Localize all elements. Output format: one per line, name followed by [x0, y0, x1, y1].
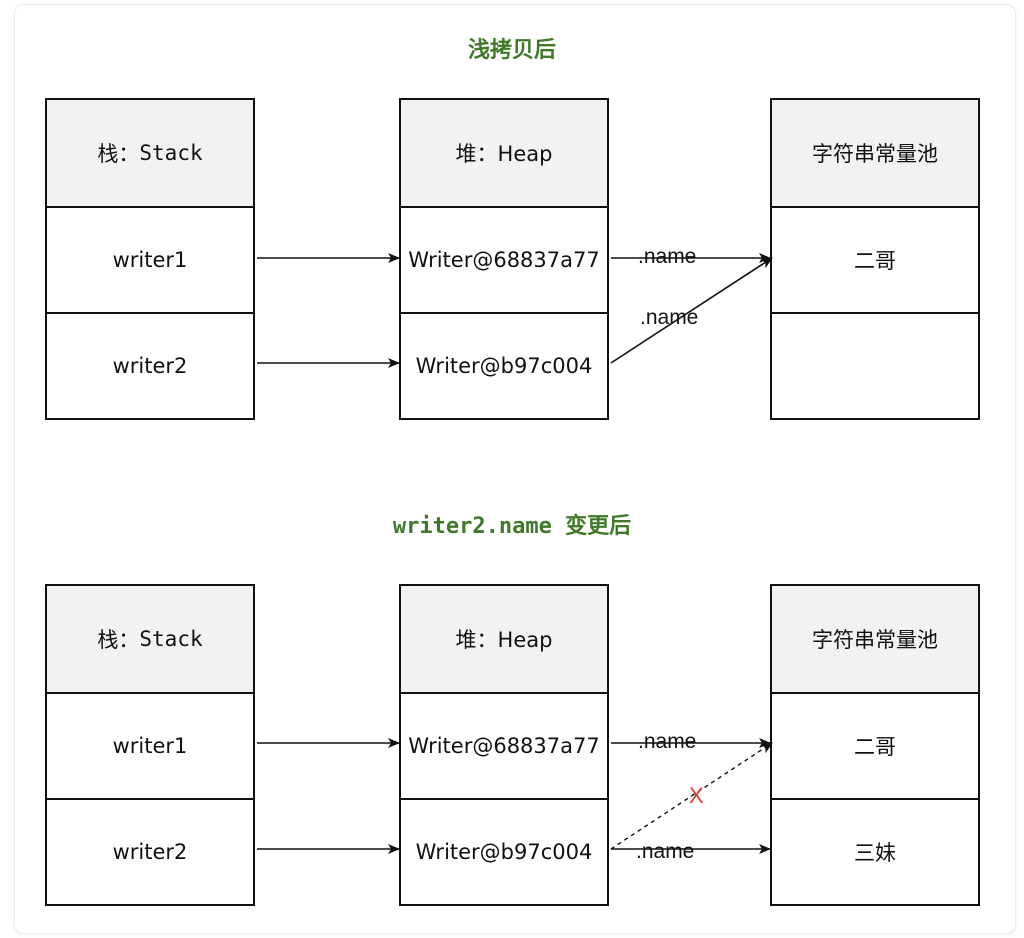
string-pool-header: 字符串常量池 [772, 100, 978, 206]
edge-label-name: .name [638, 730, 696, 753]
arrow-heap2-old-reference-dashed [610, 742, 773, 850]
string-pool-row-1: 二哥 [772, 206, 978, 312]
stack-row-writer1: writer1 [47, 692, 253, 798]
stack-header-mono: Stack [139, 141, 203, 165]
string-pool-row-2: 三妹 [772, 798, 978, 904]
section1-heap-table: 堆：Heap Writer@68837a77 Writer@b97c004 [399, 98, 609, 420]
heap-row-writer1-object: Writer@68837a77 [401, 206, 607, 312]
string-pool-header: 字符串常量池 [772, 586, 978, 692]
edge-label-name: .name [640, 306, 698, 329]
heap-row-writer2-object: Writer@b97c004 [401, 312, 607, 418]
section1-stack-table: 栈：Stack writer1 writer2 [45, 98, 255, 420]
stack-header: 栈：Stack [47, 586, 253, 692]
string-pool-row-1: 二哥 [772, 692, 978, 798]
string-pool-row-2 [772, 312, 978, 418]
stack-header: 栈：Stack [47, 100, 253, 206]
stack-header-mono: Stack [139, 627, 203, 651]
section1-title: 浅拷贝后 [467, 38, 556, 63]
section2-heap-table: 堆：Heap Writer@68837a77 Writer@b97c004 [399, 584, 609, 906]
stack-row-writer2: writer2 [47, 798, 253, 904]
section2-title: writer2.name 变更后 [0, 508, 1024, 540]
stack-header-cjk: 栈： [97, 628, 140, 652]
stack-row-writer1: writer1 [47, 206, 253, 312]
removed-reference-x-icon: X [689, 783, 704, 808]
edge-label-name: .name [636, 840, 694, 863]
section1-string-pool-table: 字符串常量池 二哥 [770, 98, 980, 420]
stack-header-cjk: 栈： [97, 142, 140, 166]
section2-title-mono: writer2.name [392, 514, 552, 539]
heap-row-writer1-object: Writer@68837a77 [401, 692, 607, 798]
section2-title-cjk: 变更后 [565, 514, 632, 539]
heap-header: 堆：Heap [401, 100, 607, 206]
heap-row-writer2-object: Writer@b97c004 [401, 798, 607, 904]
section2-string-pool-table: 字符串常量池 二哥 三妹 [770, 584, 980, 906]
edge-label-name: .name [638, 245, 696, 268]
arrow-heap2-name-to-pool [610, 257, 773, 364]
heap-header: 堆：Heap [401, 586, 607, 692]
stack-row-writer2: writer2 [47, 312, 253, 418]
section2-stack-table: 栈：Stack writer1 writer2 [45, 584, 255, 906]
